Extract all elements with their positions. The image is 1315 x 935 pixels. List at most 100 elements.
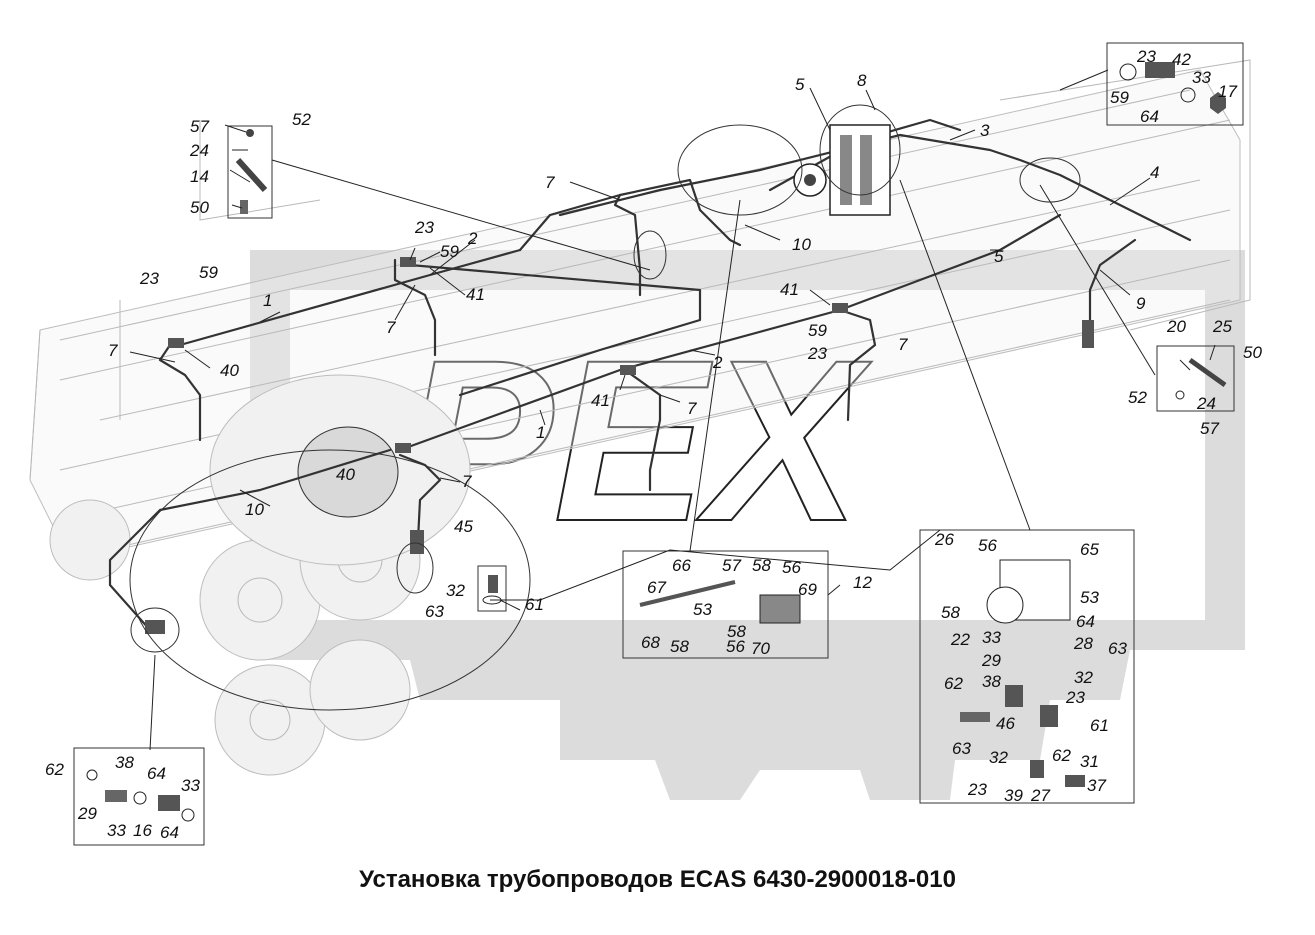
callout-label: 45: [454, 517, 473, 536]
pipe-7-center: [623, 368, 662, 492]
detail-box-block: [919, 529, 1135, 804]
callout-label: 53: [693, 600, 712, 619]
pipe-main-10: [558, 133, 1192, 242]
callout-label: 32: [1074, 668, 1093, 687]
callout-label: 41: [466, 285, 485, 304]
callout-label: 41: [780, 280, 799, 299]
detail-box-connector: [73, 747, 205, 846]
callout-label: 32: [446, 581, 465, 600]
callout-label: 33: [181, 776, 200, 795]
callout-label: 1: [263, 291, 272, 310]
callout-label: 70: [751, 639, 770, 658]
callout-label: 23: [414, 218, 434, 237]
detail-boxes: [73, 42, 1244, 846]
callout-label: 23: [967, 780, 987, 799]
callout-label: 7: [687, 399, 697, 418]
highlight-circles: [129, 104, 1081, 711]
callout-label: 41: [591, 391, 610, 410]
fitting: [395, 443, 411, 453]
watermark-gear: [250, 250, 1245, 800]
callout-label: 38: [982, 672, 1001, 691]
callout-label: 33: [982, 628, 1001, 647]
callout-label: 24: [1196, 394, 1216, 413]
callout-label: 62: [45, 760, 64, 779]
callout-label: 63: [425, 602, 444, 621]
callout-label: 22: [950, 630, 970, 649]
callout-label: 31: [1080, 752, 1099, 771]
callout-label: 56: [726, 637, 745, 656]
callout-label: 66: [672, 556, 691, 575]
fitting: [168, 338, 184, 348]
fitting: [400, 257, 416, 267]
callout-label: 64: [147, 764, 166, 783]
callout-label: 58: [727, 622, 746, 641]
detail-box-fitting: [1106, 42, 1244, 126]
fitting: [145, 620, 165, 634]
callout-label: 53: [1080, 588, 1099, 607]
callout-label: 17: [1218, 82, 1237, 101]
callout-label: 57: [1200, 419, 1219, 438]
callout-label: 32: [989, 748, 1008, 767]
callout-label: 9: [1136, 294, 1146, 313]
callout-label: 50: [1243, 343, 1262, 362]
callout-label: 8: [857, 71, 867, 90]
callout-label: 40: [336, 465, 355, 484]
callout-label: 65: [1080, 540, 1099, 559]
callout-label: 52: [292, 110, 311, 129]
callout-label: 63: [952, 739, 971, 758]
callout-label: 27: [1030, 786, 1050, 805]
callout-label: 7: [386, 318, 396, 337]
detail-box-valve: [622, 550, 829, 659]
callout-label: 29: [77, 804, 97, 823]
callout-label: 46: [996, 714, 1015, 733]
callout-label: 3: [980, 121, 990, 140]
callout-label: 26: [934, 530, 954, 549]
callout-label: 14: [190, 167, 209, 186]
callout-label: 7: [108, 341, 118, 360]
fitting: [620, 365, 636, 375]
callout-label: 61: [1090, 716, 1109, 735]
callout-label: 10: [245, 500, 264, 519]
callout-label: 62: [1052, 746, 1071, 765]
callout-label: 2: [712, 353, 723, 372]
callout-label: 59: [199, 263, 218, 282]
chassis-frame: [29, 59, 1251, 776]
highlight-circle: [396, 542, 434, 594]
highlight-circle: [297, 426, 399, 518]
callout-label: 23: [1065, 688, 1085, 707]
callout-label: 59: [440, 242, 459, 261]
callout-label: 59: [808, 321, 827, 340]
callout-label: 64: [160, 823, 179, 842]
callout-label: 56: [782, 558, 801, 577]
watermark-logo: PEX: [250, 250, 1245, 800]
highlight-circle: [633, 230, 667, 280]
callout-label: 29: [981, 651, 1001, 670]
callout-label: 38: [115, 753, 134, 772]
detail-parts: [86, 62, 1227, 822]
callout-label: 50: [190, 198, 209, 217]
callout-label: 12: [853, 573, 872, 592]
callout-label: 7: [462, 472, 472, 491]
pipe-2-upper: [408, 263, 702, 397]
callout-label: 20: [1166, 317, 1186, 336]
callout-label: 37: [1087, 776, 1106, 795]
detail-box-clip: [1156, 345, 1235, 412]
leader-lines: [129, 69, 1216, 751]
callout-label: 52: [1128, 388, 1147, 407]
callout-label: 7: [545, 173, 555, 192]
callout-label: 1: [536, 423, 545, 442]
callout-label: 56: [978, 536, 997, 555]
pipe-10-lower: [108, 448, 392, 632]
callout-label: 58: [752, 556, 771, 575]
pipe-7-lower: [398, 453, 442, 542]
highlight-circle: [129, 449, 531, 711]
diagram-caption: Установка трубопроводов ECAS 6430-290001…: [359, 866, 956, 893]
callout-label: 69: [798, 580, 817, 599]
pipe-7-mid: [613, 193, 642, 297]
callout-label: 67: [647, 578, 666, 597]
pipe-7-right: [838, 308, 877, 422]
callout-label: 7: [898, 335, 908, 354]
callout-numbers: 57 52 24 14 50 23 59 2 41 1 7 23 59 7 40…: [45, 47, 1262, 842]
